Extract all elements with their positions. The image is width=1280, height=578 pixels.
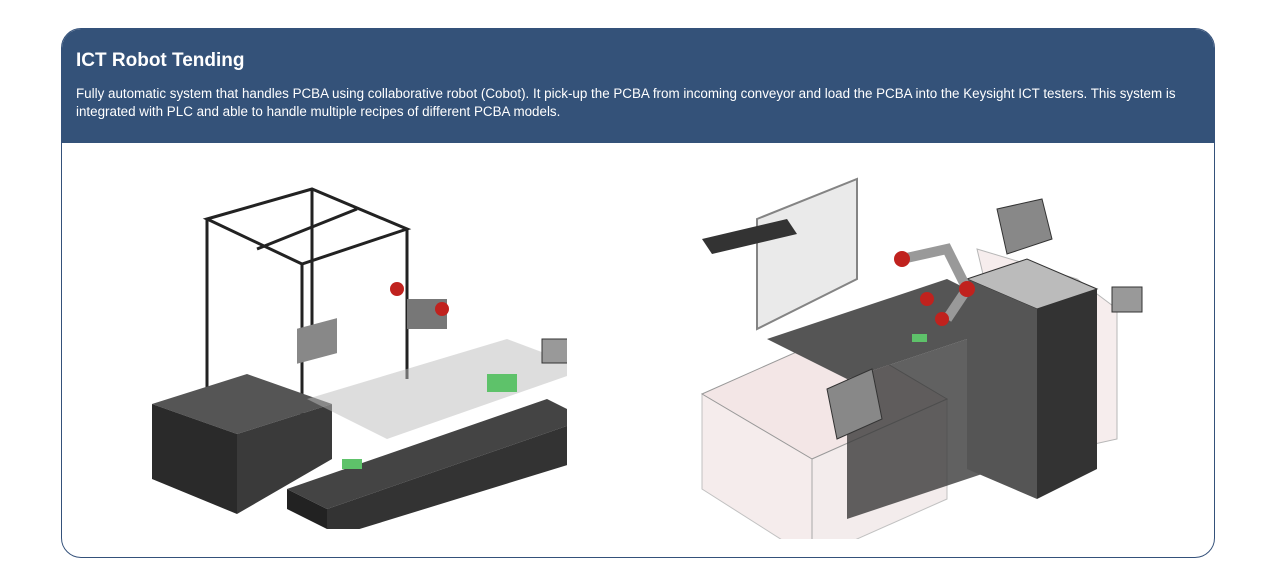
card-title: ICT Robot Tending (76, 50, 245, 71)
card-description: Fully automatic system that handles PCBA… (76, 86, 1176, 119)
robot-cell-render-left (152, 187, 567, 529)
card-header: ICT Robot Tending Fully automatic system… (62, 29, 1214, 143)
project-card: ICT Robot Tending Fully automatic system… (61, 28, 1215, 558)
robot-cell-render-right (700, 177, 1143, 539)
